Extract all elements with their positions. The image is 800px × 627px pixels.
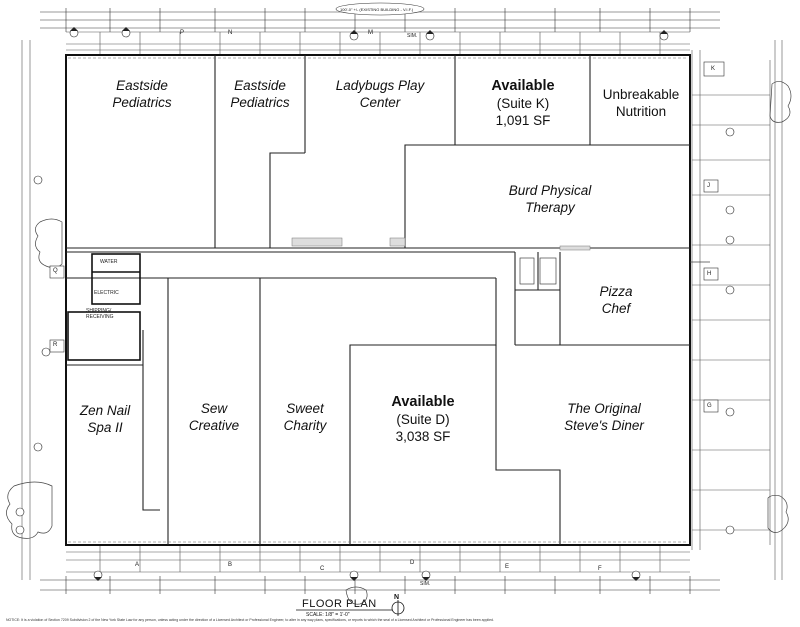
plan-scale: SCALE: 1/8" = 1'-0" <box>306 612 350 618</box>
tag-q: Q <box>53 268 58 274</box>
dimension-ticks <box>65 8 691 594</box>
tag-n: N <box>228 30 233 36</box>
tag-p: P <box>180 30 185 36</box>
tag-r: R <box>53 342 58 348</box>
electric-room-label: ELECTRIC <box>94 290 119 296</box>
tag-h: H <box>707 271 712 277</box>
tag-b: B <box>228 562 233 568</box>
bottom-canopy <box>66 551 690 573</box>
north-label: N <box>394 594 400 601</box>
unit-suite-k: Available (Suite K) 1,091 SF <box>491 78 555 128</box>
tag-m: M <box>368 30 373 36</box>
building-outline <box>65 54 691 546</box>
dimension-lines <box>21 11 783 591</box>
receiving-label: RECEIVING <box>86 314 114 320</box>
existing-building-callout <box>335 2 425 16</box>
shipping-label: SHIPPING/ <box>86 308 112 314</box>
right-canopy <box>691 50 771 550</box>
tag-j: J <box>707 183 710 189</box>
interior-wall-hints <box>68 57 688 543</box>
legal-notice: NOTICE: It is a violation of Section 720… <box>6 618 494 622</box>
storefront-hatches <box>291 237 591 251</box>
landscape-shrubs <box>6 81 792 605</box>
tag-sim-top: SIM. <box>407 33 418 39</box>
demising-walls <box>66 55 690 545</box>
section-marker-pointers <box>70 27 668 581</box>
existing-building-note: 100'-0" +/- (EXISTING BUILDING - V.I.F.) <box>340 7 414 12</box>
tag-k: K <box>711 66 716 72</box>
top-canopy <box>66 31 690 51</box>
water-room-label: WATER <box>100 259 118 265</box>
right-bays <box>692 94 770 531</box>
unit-suite-d: Available (Suite D) 3,038 SF <box>391 394 455 444</box>
plan-title: FLOOR PLAN <box>302 598 377 610</box>
tag-boxes <box>49 61 725 413</box>
tag-a: A <box>135 562 140 568</box>
tag-f: F <box>598 566 602 572</box>
tag-e: E <box>505 564 510 570</box>
service-rooms <box>67 253 141 361</box>
top-piers <box>99 32 661 55</box>
bottom-piers <box>99 545 661 572</box>
tag-sim-bottom: SIM. <box>420 581 431 587</box>
tag-c: C <box>320 566 325 572</box>
tag-g: G <box>707 403 712 409</box>
tag-d: D <box>410 560 415 566</box>
north-arrow-icon <box>391 600 405 616</box>
restroom-lines <box>519 257 710 285</box>
